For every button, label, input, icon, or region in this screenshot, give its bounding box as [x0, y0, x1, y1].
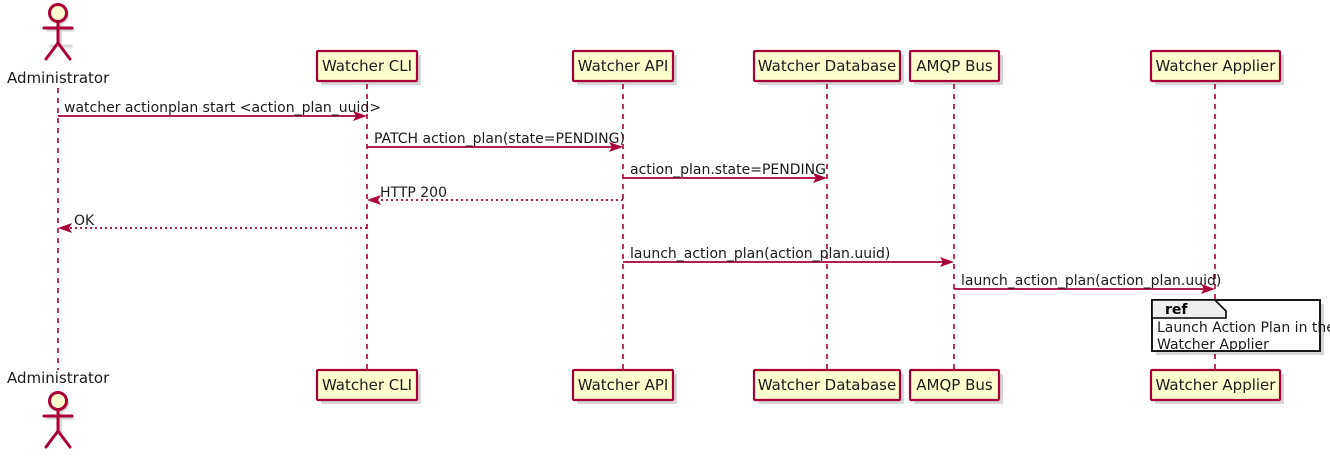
- participant-boxes-bottom: [315, 368, 1284, 404]
- actor-leg-left: [44, 41, 60, 61]
- participant-label-watcher-database: Watcher Database: [757, 56, 897, 75]
- participant-boxes-top: [315, 49, 1284, 85]
- message-label-3: action_plan.state=PENDING: [630, 162, 826, 178]
- participant-label-watcher-cli: Watcher CLI: [321, 375, 413, 394]
- actor-administrator-top: [42, 3, 75, 61]
- participant-box-amqp-bus[interactable]: [908, 49, 1003, 85]
- participant-label-watcher-applier: Watcher Applier: [1155, 375, 1276, 394]
- message-arrow-6: [623, 257, 954, 267]
- actor-leg-right: [56, 41, 72, 61]
- ref-body-line-2: Watcher Applier: [1157, 337, 1269, 353]
- participant-label-watcher-api: Watcher API: [577, 375, 669, 394]
- participant-box-amqp-bus[interactable]: [908, 368, 1003, 404]
- ref-fragment: [1151, 299, 1324, 355]
- participant-label-amqp-bus: AMQP Bus: [916, 375, 993, 394]
- participant-box-watcher-api[interactable]: [571, 49, 677, 85]
- participant-box-watcher-api[interactable]: [571, 368, 677, 404]
- message-label-1: watcher actionplan start <action_plan_uu…: [64, 100, 382, 116]
- participant-label-watcher-cli: Watcher CLI: [321, 56, 413, 75]
- actor-administrator-bottom: [42, 391, 75, 449]
- message-arrow-3: [623, 173, 827, 183]
- message-label-7: launch_action_plan(action_plan.uuid): [961, 273, 1222, 289]
- ref-body-line-1: Launch Action Plan in the: [1157, 320, 1330, 336]
- actor-label-administrator-bottom: Administrator: [7, 369, 110, 387]
- ref-keyword-label: ref: [1165, 302, 1188, 318]
- message-arrow-7: [954, 284, 1215, 294]
- actor-leg-left: [44, 429, 60, 449]
- message-arrow-1: [58, 111, 367, 121]
- message-label-6: launch_action_plan(action_plan.uuid): [630, 246, 891, 262]
- message-arrow-5: [58, 223, 367, 233]
- participant-label-watcher-api: Watcher API: [577, 56, 669, 75]
- actor-head-icon: [48, 3, 68, 23]
- participant-box-watcher-cli[interactable]: [315, 49, 421, 85]
- participant-label-watcher-database: Watcher Database: [757, 375, 897, 394]
- message-label-2: PATCH action_plan(state=PENDING): [374, 131, 625, 147]
- message-label-4: HTTP 200: [380, 185, 447, 201]
- message-arrows: Watcher CLI (reply) --> Administrator (r…: [58, 111, 1215, 294]
- message-arrow-4: [367, 195, 623, 205]
- participant-box-watcher-applier[interactable]: [1149, 368, 1284, 404]
- message-arrow-2: [367, 142, 623, 152]
- lifelines: [57, 84, 1216, 370]
- participant-box-watcher-applier[interactable]: [1149, 49, 1284, 85]
- actor-leg-right: [56, 429, 72, 449]
- actor-head-icon: [48, 391, 68, 411]
- participant-label-watcher-applier: Watcher Applier: [1155, 56, 1276, 75]
- participant-box-watcher-cli[interactable]: [315, 368, 421, 404]
- message-label-5: OK: [74, 213, 95, 229]
- participant-box-watcher-database[interactable]: [752, 49, 904, 85]
- participant-box-watcher-database[interactable]: [752, 368, 904, 404]
- participant-label-amqp-bus: AMQP Bus: [916, 56, 993, 75]
- actor-label-administrator-top: Administrator: [7, 69, 110, 87]
